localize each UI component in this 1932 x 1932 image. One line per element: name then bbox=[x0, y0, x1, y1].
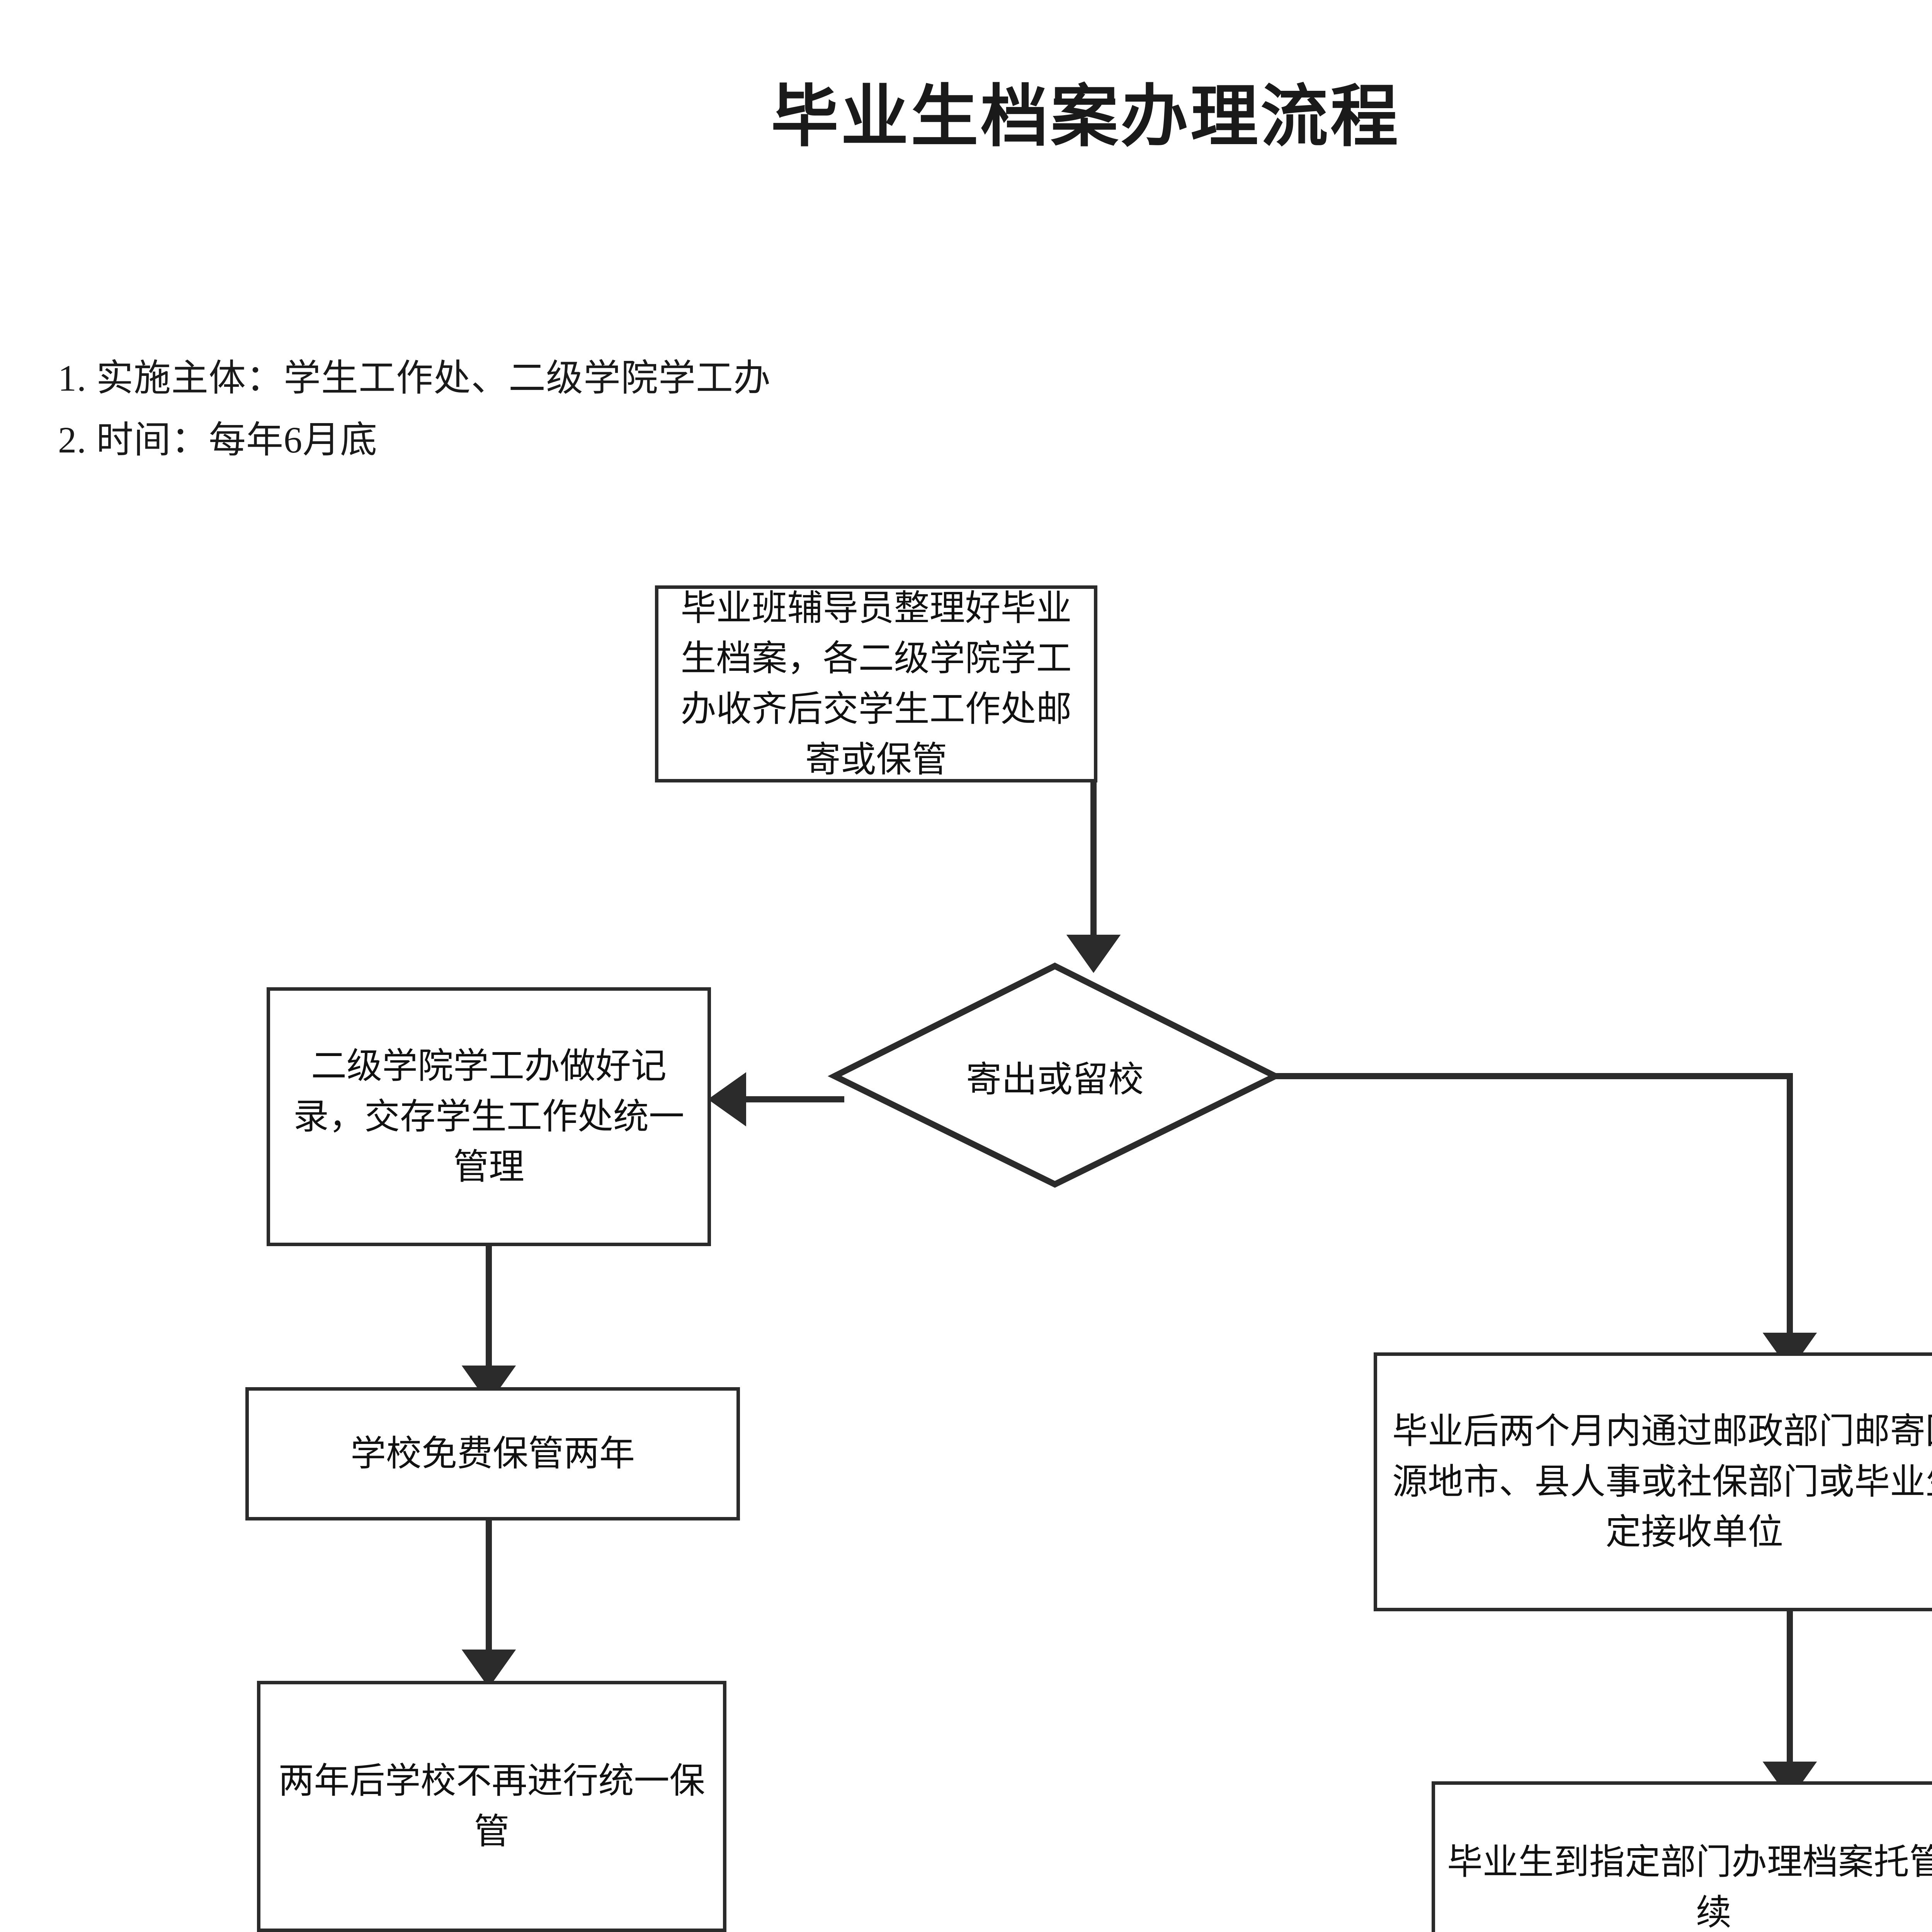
node-text: 毕业后两个月内通过邮政部门邮寄回生源地市、县人事或社保部门或毕业生制定接收单位 bbox=[1392, 1412, 1932, 1552]
process-node-college-record[interactable]: 二级学院学工办做好记录，交存学生工作处统一管理 bbox=[267, 987, 711, 1246]
process-node-free-storage-two-years[interactable]: 学校免费保管两年 bbox=[245, 1387, 740, 1520]
process-node-mail-to-hometown[interactable]: 毕业后两个月内通过邮政部门邮寄回生源地市、县人事或社保部门或毕业生制定接收单位 bbox=[1374, 1352, 1932, 1611]
decision-diamond-shape[interactable] bbox=[827, 963, 1282, 1188]
node-text: 毕业班辅导员整理好毕业生档案，各二级学院学工办收齐后交学生工作处邮寄或保管 bbox=[680, 588, 1072, 779]
page-title: 毕业生档案办理流程 bbox=[771, 79, 1400, 155]
process-node-graduate-custody-procedure[interactable]: 毕业生到指定部门办理档案托管手续 bbox=[1432, 1781, 1932, 1932]
process-node-organize-archives[interactable]: 毕业班辅导员整理好毕业生档案，各二级学院学工办收齐后交学生工作处邮寄或保管 bbox=[655, 585, 1097, 782]
node-text: 学校免费保管两年 bbox=[350, 1434, 635, 1474]
note-line-time: 2. 时间：每年6月底 bbox=[58, 419, 378, 461]
note-line-implementing-body: 1. 实施主体：学生工作处、二级学院学工办 bbox=[58, 357, 771, 399]
node-text: 两年后学校不再进行统一保管 bbox=[278, 1761, 705, 1851]
edge-decision-to-n5 bbox=[1275, 1073, 1817, 1371]
node-text: 二级学院学工办做好记录，交存学生工作处统一管理 bbox=[293, 1046, 684, 1187]
process-node-no-storage-after-two-years[interactable]: 两年后学校不再进行统一保管 bbox=[257, 1681, 726, 1932]
node-text: 毕业生到指定部门办理档案托管手续 bbox=[1447, 1842, 1932, 1932]
